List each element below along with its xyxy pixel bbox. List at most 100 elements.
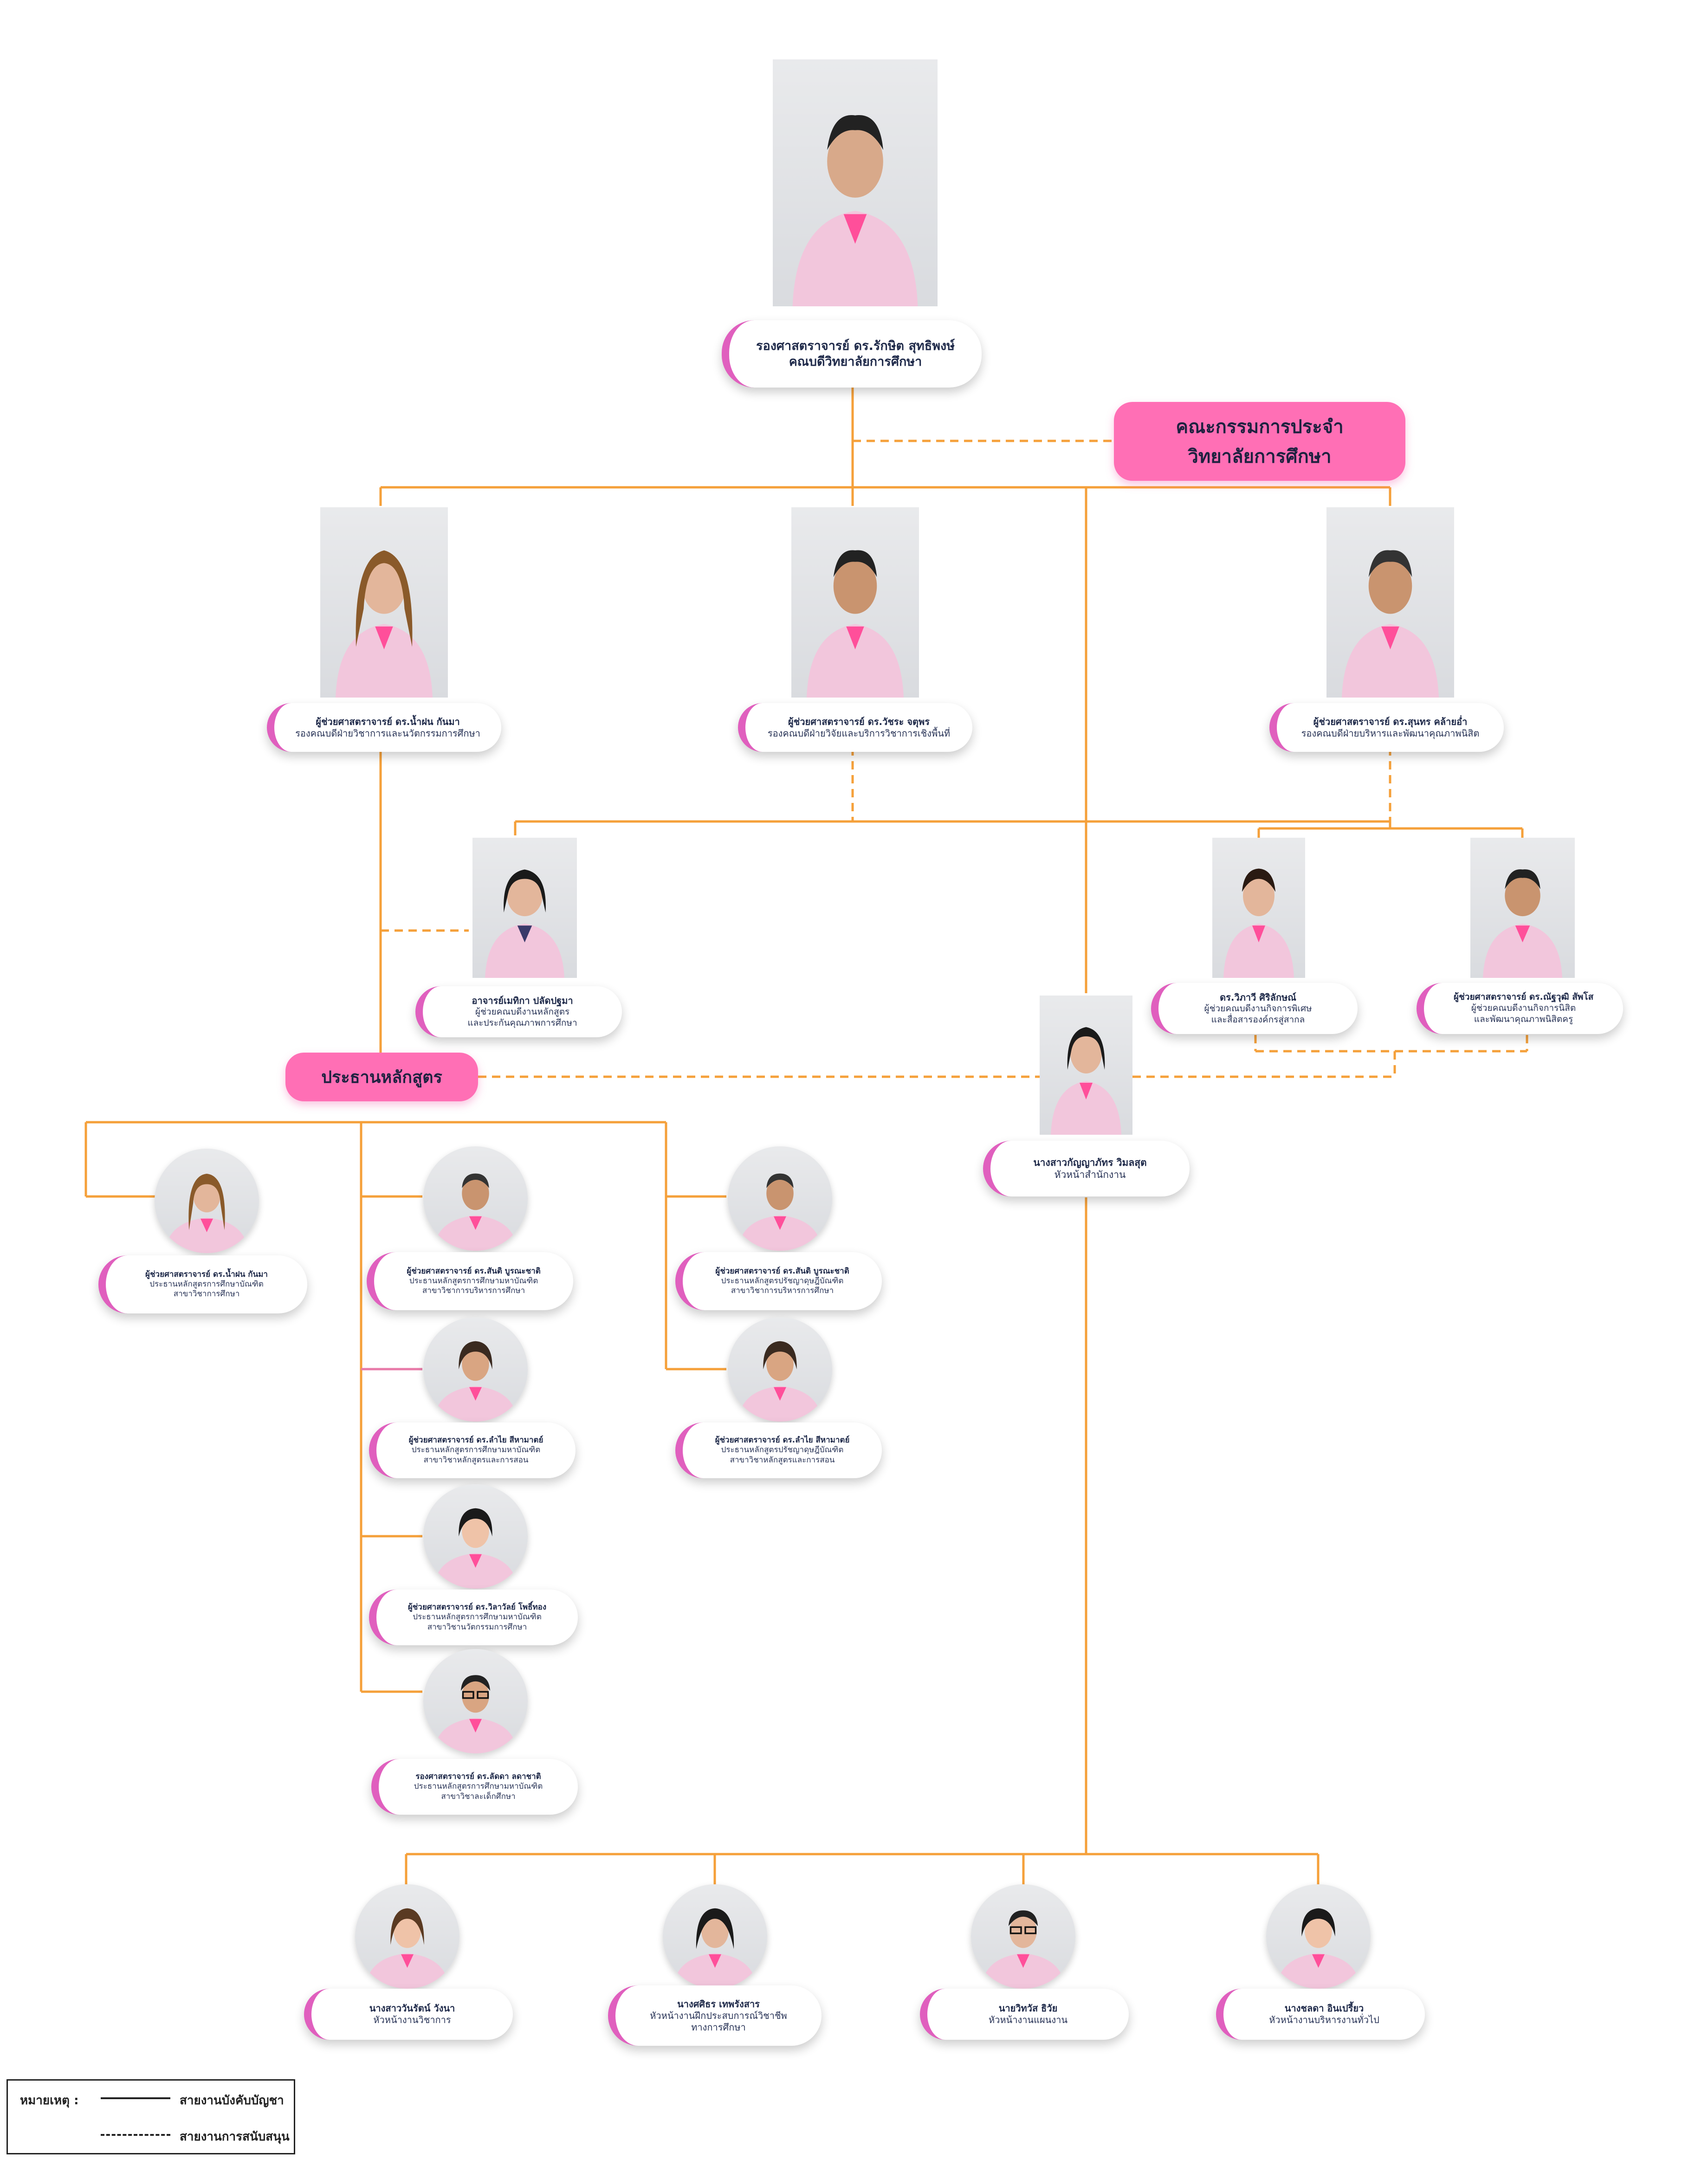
- legend-box: หมายเหตุ : สายงานบังคับบัญชา สายงานการสน…: [6, 2079, 295, 2154]
- person-icon: [738, 1173, 822, 1251]
- chair-5-card: ผู้ช่วยศาสตราจารย์ ดร.ลำไย สีหามาตย์ ประ…: [675, 1422, 882, 1478]
- deputy-3-card: ผู้ช่วยศาสตราจารย์ ดร.สุนทร คล้ายอ่ำ รอง…: [1269, 703, 1504, 752]
- legend-title: หมายเหตุ :: [20, 2094, 79, 2108]
- chair-7-card: รองศาสตราจารย์ ดร.ลัดดา ลดาชาติ ประธานหล…: [371, 1759, 578, 1815]
- deputy-3-role: รองคณบดีฝ่ายบริหารและพัฒนาคุณภาพนิสิต: [1301, 727, 1480, 739]
- person-icon: [738, 1341, 822, 1422]
- deputy-2-photo: [791, 507, 919, 698]
- person-icon: [433, 1675, 518, 1753]
- assistant-3-role1: ผู้ช่วยคณบดีงานกิจการนิสิต: [1471, 1003, 1576, 1014]
- office-head-photo: [1040, 996, 1132, 1135]
- staff-2-card: นางศศิธร เทพรังสาร หัวหน้างานฝึกประสบการ…: [608, 1985, 822, 2046]
- person-icon: [433, 1508, 518, 1589]
- assistant-1-role2: และประกันคุณภาพการศึกษา: [467, 1017, 577, 1028]
- chair-5-role2: สาขาวิชาหลักสูตรและการสอน: [730, 1455, 835, 1465]
- legend-solid-line: [101, 2097, 170, 2099]
- dean-role: คณบดีวิทยาลัยการศึกษา: [789, 354, 922, 369]
- chair-2-role1: ประธานหลักสูตรการศึกษามหาบัณฑิต: [409, 1276, 538, 1286]
- staff-2-name: นางศศิธร เทพรังสาร: [677, 1998, 760, 2010]
- staff-1-photo: [355, 1884, 459, 1989]
- person-icon: [673, 1908, 757, 1989]
- staff-3-name: นายวิทวัส ธิวัย: [998, 2003, 1058, 2014]
- chair-5-role1: ประธานหลักสูตรปรัชญาดุษฎีบัณฑิต: [721, 1445, 844, 1455]
- deputy-2-role: รองคณบดีฝ่ายวิจัยและบริการวิชาการเชิงพื้…: [767, 727, 951, 739]
- chair-6-card: ผู้ช่วยศาสตราจารย์ ดร.วิลาวัลย์ โพธิ์ทอง…: [369, 1590, 578, 1645]
- staff-2-photo: [663, 1884, 767, 1989]
- person-icon: [1483, 869, 1562, 978]
- deputy-1-photo: [320, 507, 448, 698]
- chair-6-name: ผู้ช่วยศาสตราจารย์ ดร.วิลาวัลย์ โพธิ์ทอง: [408, 1603, 547, 1612]
- chair-2-name: ผู้ช่วยศาสตราจารย์ ดร.สันติ บูรณะชาติ: [407, 1266, 541, 1276]
- committee-box: คณะกรรมการประจำ วิทยาลัยการศึกษา: [1114, 402, 1405, 481]
- staff-3-role1: หัวหน้างานแผนงาน: [988, 2014, 1068, 2025]
- person-icon: [165, 1174, 249, 1253]
- chair-6-role1: ประธานหลักสูตรการศึกษามหาบัณฑิต: [413, 1612, 542, 1622]
- deputy-1-card: ผู้ช่วยศาสตราจารย์ ดร.น้ำฝน กันมา รองคณบ…: [267, 703, 501, 752]
- assistant-2-card: ดร.วิภาวี ศิริลักษณ์ ผู้ช่วยคณบดีงานกิจก…: [1151, 983, 1358, 1034]
- dean-name: รองศาสตราจารย์ ดร.รักษิต สุทธิพงษ์: [756, 338, 955, 353]
- assistant-3-card: ผู้ช่วยศาสตราจารย์ ดร.ณัฐวุฒิ สัพโส ผู้ช…: [1417, 983, 1623, 1034]
- person-icon: [433, 1173, 518, 1251]
- chair-3-photo: [728, 1146, 832, 1251]
- chair-4-role1: ประธานหลักสูตรการศึกษามหาบัณฑิต: [411, 1445, 541, 1455]
- dean-card: รองศาสตราจารย์ ดร.รักษิต สุทธิพงษ์ คณบดี…: [722, 320, 982, 388]
- person-icon: [1342, 550, 1439, 698]
- staff-4-role1: หัวหน้างานบริหารงานทั่วไป: [1269, 2014, 1379, 2025]
- chair-2-photo: [423, 1146, 528, 1251]
- office-head-role: หัวหน้าสำนักงาน: [1054, 1169, 1126, 1180]
- deputy-3-photo: [1326, 507, 1454, 698]
- chair-2-card: ผู้ช่วยศาสตราจารย์ ดร.สันติ บูรณะชาติ ปร…: [367, 1252, 573, 1310]
- assistant-3-photo: [1470, 838, 1575, 978]
- dean-photo: [773, 59, 938, 306]
- assistant-1-photo: [472, 838, 577, 978]
- assistant-3-role2: และพัฒนาคุณภาพนิสิตครู: [1474, 1014, 1573, 1024]
- staff-1-name: นางสาววันรัตน์ วังนา: [369, 2003, 455, 2014]
- staff-1-role1: หัวหน้างานวิชาการ: [373, 2014, 451, 2025]
- assistant-2-role1: ผู้ช่วยคณบดีงานกิจการพิเศษ: [1204, 1003, 1312, 1014]
- staff-3-photo: [971, 1884, 1075, 1989]
- legend-solid-label: สายงานบังคับบัญชา: [180, 2094, 284, 2108]
- chair-3-card: ผู้ช่วยศาสตราจารย์ ดร.สันติ บูรณะชาติ ปร…: [675, 1252, 882, 1310]
- assistant-2-role2: และสื่อสารองค์กรสู่สากล: [1211, 1014, 1305, 1025]
- chair-1-card: ผู้ช่วยศาสตราจารย์ ดร.น้ำฝน กันมา ประธาน…: [98, 1255, 307, 1313]
- chair-7-role2: สาขาวิชาละเด็กศึกษา: [441, 1791, 516, 1801]
- assistant-2-photo: [1212, 838, 1305, 978]
- office-head-name: นางสาวกัญญาภัทร วิมลสุต: [1033, 1157, 1147, 1168]
- person-icon: [1276, 1908, 1360, 1989]
- assistant-3-name: ผู้ช่วยศาสตราจารย์ ดร.ณัฐวุฒิ สัพโส: [1453, 992, 1594, 1002]
- deputy-1-role: รองคณบดีฝ่ายวิชาการและนวัตกรรมการศึกษา: [295, 727, 480, 739]
- chair-2-role2: สาขาวิชาการบริหารการศึกษา: [422, 1286, 525, 1296]
- staff-2-role1: หัวหน้างานฝึกประสบการณ์วิชาชีพ: [650, 2010, 787, 2021]
- person-icon: [1051, 1027, 1121, 1135]
- chair-7-photo: [423, 1649, 528, 1753]
- assistant-2-name: ดร.วิภาวี ศิริลักษณ์: [1220, 991, 1296, 1003]
- person-icon: [336, 550, 433, 698]
- person-icon: [433, 1341, 518, 1422]
- chair-3-name: ผู้ช่วยศาสตราจารย์ ดร.สันติ บูรณะชาติ: [715, 1266, 849, 1276]
- legend-dashed-line: [101, 2134, 170, 2136]
- chair-5-photo: [728, 1317, 832, 1422]
- chair-1-photo: [155, 1149, 259, 1253]
- staff-4-card: นางชลดา อินเปรี้ยว หัวหน้างานบริหารงานทั…: [1216, 1989, 1425, 2040]
- staff-1-card: นางสาววันรัตน์ วังนา หัวหน้างานวิชาการ: [304, 1989, 513, 2040]
- assistant-1-role1: ผู้ช่วยคณบดีงานหลักสูตร: [475, 1006, 570, 1017]
- person-icon: [981, 1910, 1065, 1989]
- person-icon: [485, 869, 564, 978]
- deputy-2-name: ผู้ช่วยศาสตราจารย์ ดร.วัชระ จตุพร: [788, 716, 930, 727]
- chair-4-name: ผู้ช่วยศาสตราจารย์ ดร.ลำไย สีหามาตย์: [408, 1435, 543, 1445]
- chair-5-name: ผู้ช่วยศาสตราจารย์ ดร.ลำไย สีหามาตย์: [715, 1435, 850, 1445]
- chair-7-name: รองศาสตราจารย์ ดร.ลัดดา ลดาชาติ: [415, 1772, 541, 1782]
- staff-3-card: นายวิทวัส ธิวัย หัวหน้างานแผนงาน: [920, 1989, 1129, 2040]
- person-icon: [365, 1908, 449, 1989]
- person-icon: [792, 115, 918, 306]
- chair-1-role1: ประธานหลักสูตรการศึกษาบัณฑิต: [149, 1279, 264, 1289]
- staff-2-role2: ทางการศึกษา: [691, 2021, 746, 2033]
- chair-6-role2: สาขาวิชานวัตกรรมการศึกษา: [427, 1622, 527, 1632]
- staff-4-name: นางชลดา อินเปรี้ยว: [1284, 2003, 1364, 2014]
- chair-3-role2: สาขาวิชาการบริหารการศึกษา: [731, 1286, 834, 1296]
- curriculum-head-label: ประธานหลักสูตร: [285, 1053, 478, 1101]
- committee-line2: วิทยาลัยการศึกษา: [1188, 446, 1332, 467]
- deputy-1-name: ผู้ช่วยศาสตราจารย์ ดร.น้ำฝน กันมา: [316, 716, 460, 727]
- assistant-1-name: อาจารย์เมทิกา ปลัดปฐมา: [472, 995, 573, 1006]
